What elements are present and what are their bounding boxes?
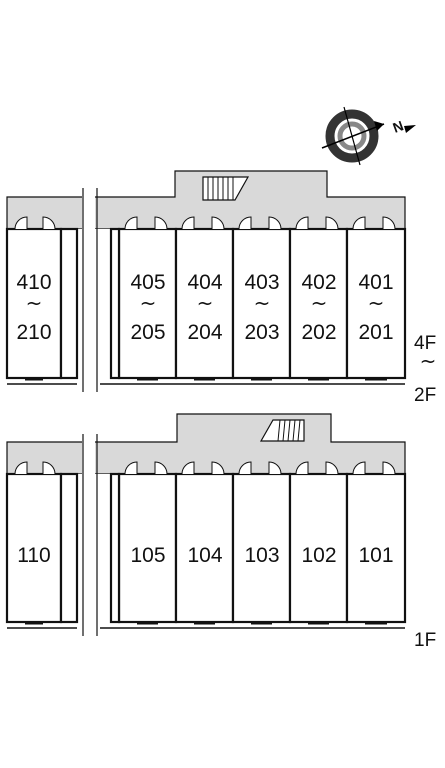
unit-number-bottom: 202 [301, 321, 336, 344]
door-swing-icon [124, 461, 138, 475]
compass-arrow [374, 121, 384, 131]
unit-outline [59, 227, 79, 380]
door-swing-icon [211, 216, 225, 230]
unit-outline [117, 227, 178, 380]
unit-number: 104 [187, 544, 222, 567]
unit-range-separator: ~ [26, 291, 43, 315]
staircase-icon [259, 419, 305, 442]
door-swing-icon [42, 461, 56, 475]
door-swing-icon [382, 216, 396, 230]
ground-floor-block: 110 105 104 103 102 101 1F [5, 413, 436, 651]
unit-405-205: 405~205 [130, 271, 165, 344]
door-swing-icon [211, 461, 225, 475]
door-swing-icon [295, 461, 309, 475]
unit-range-separator: ~ [368, 291, 385, 315]
unit-outline [231, 472, 292, 624]
compass-axis [321, 123, 385, 149]
unit-number: 110 [17, 544, 50, 567]
unit-401-201: 401~201 [358, 271, 393, 344]
break-gap [82, 430, 95, 630]
unit-number-top: 402 [301, 271, 336, 294]
unit-number-bottom: 203 [244, 321, 279, 344]
door-swing-icon [181, 461, 195, 475]
unit-range-separator: ~ [311, 291, 328, 315]
staircase-icon [202, 176, 250, 201]
floor-label-upper: 4F~2F [414, 333, 436, 406]
common-corridor [6, 413, 406, 475]
compass-inner-ring [337, 121, 367, 151]
door-swing-icon [14, 461, 28, 475]
door-swing-icon [268, 461, 282, 475]
door-swing-icon [352, 461, 366, 475]
door-swing-icon [14, 216, 28, 230]
unit-number-bottom: 205 [130, 321, 165, 344]
unit-402-202: 402~202 [301, 271, 336, 344]
unit-outline [288, 472, 349, 624]
door-swing-icon [325, 461, 339, 475]
unit-404-204: 404~204 [187, 271, 222, 344]
stair-tread [282, 419, 286, 442]
unit-range-separator: ~ [254, 291, 271, 315]
stair-tread [292, 419, 296, 442]
compass-rose-icon: N [321, 106, 416, 166]
compass-north-label: N [391, 117, 406, 135]
compass-cross-axis [343, 106, 361, 166]
break-gap [82, 185, 95, 386]
unit-403-203: 403~203 [244, 271, 279, 344]
door-swing-icon [352, 216, 366, 230]
door-swing-icon [238, 461, 252, 475]
door-swing-icon [268, 216, 282, 230]
unit-outline [5, 472, 63, 624]
door-swing-icon [325, 216, 339, 230]
unit-number-top: 405 [130, 271, 165, 294]
compass-ring [325, 109, 379, 163]
door-swing-icon [238, 216, 252, 230]
unit-outline [345, 472, 407, 624]
stair-tread [287, 419, 291, 442]
unit-number: 105 [130, 544, 165, 567]
unit-number-bottom: 210 [16, 321, 51, 344]
unit-number-top: 403 [244, 271, 279, 294]
unit-range-separator: ~ [140, 291, 157, 315]
unit-number: 101 [358, 544, 393, 567]
floor-label-bottom: 2F [414, 385, 436, 406]
unit-outline [109, 472, 121, 624]
unit-410-210: 410~210 [16, 271, 51, 344]
floor-label-top: 4F [414, 333, 436, 354]
unit-range-separator: ~ [197, 291, 214, 315]
unit-number-top: 404 [187, 271, 222, 294]
unit-outline [109, 227, 121, 380]
door-swing-icon [181, 216, 195, 230]
unit-number-bottom: 201 [358, 321, 393, 344]
compass-north-arrow [404, 125, 416, 133]
stair-tread [277, 419, 281, 442]
door-swing-icon [382, 461, 396, 475]
unit-number: 102 [301, 544, 336, 567]
door-swing-icon [42, 216, 56, 230]
door-swing-icon [154, 216, 168, 230]
unit-outline [231, 227, 292, 380]
door-swing-icon [124, 216, 138, 230]
stair-tread [297, 419, 301, 442]
floor-label-ground: 1F [414, 630, 436, 651]
upper-floors-block: 410~210405~205404~204403~203402~202401~2… [5, 170, 436, 406]
unit-number-top: 410 [16, 271, 51, 294]
floor-label-separator: ~ [420, 349, 437, 373]
unit-number: 103 [244, 544, 279, 567]
door-swing-icon [154, 461, 168, 475]
unit-number-top: 401 [358, 271, 393, 294]
unit-number-bottom: 204 [187, 321, 222, 344]
unit-outline [59, 472, 79, 624]
door-swing-icon [295, 216, 309, 230]
unit-outline [117, 472, 178, 624]
unit-outline [174, 227, 235, 380]
